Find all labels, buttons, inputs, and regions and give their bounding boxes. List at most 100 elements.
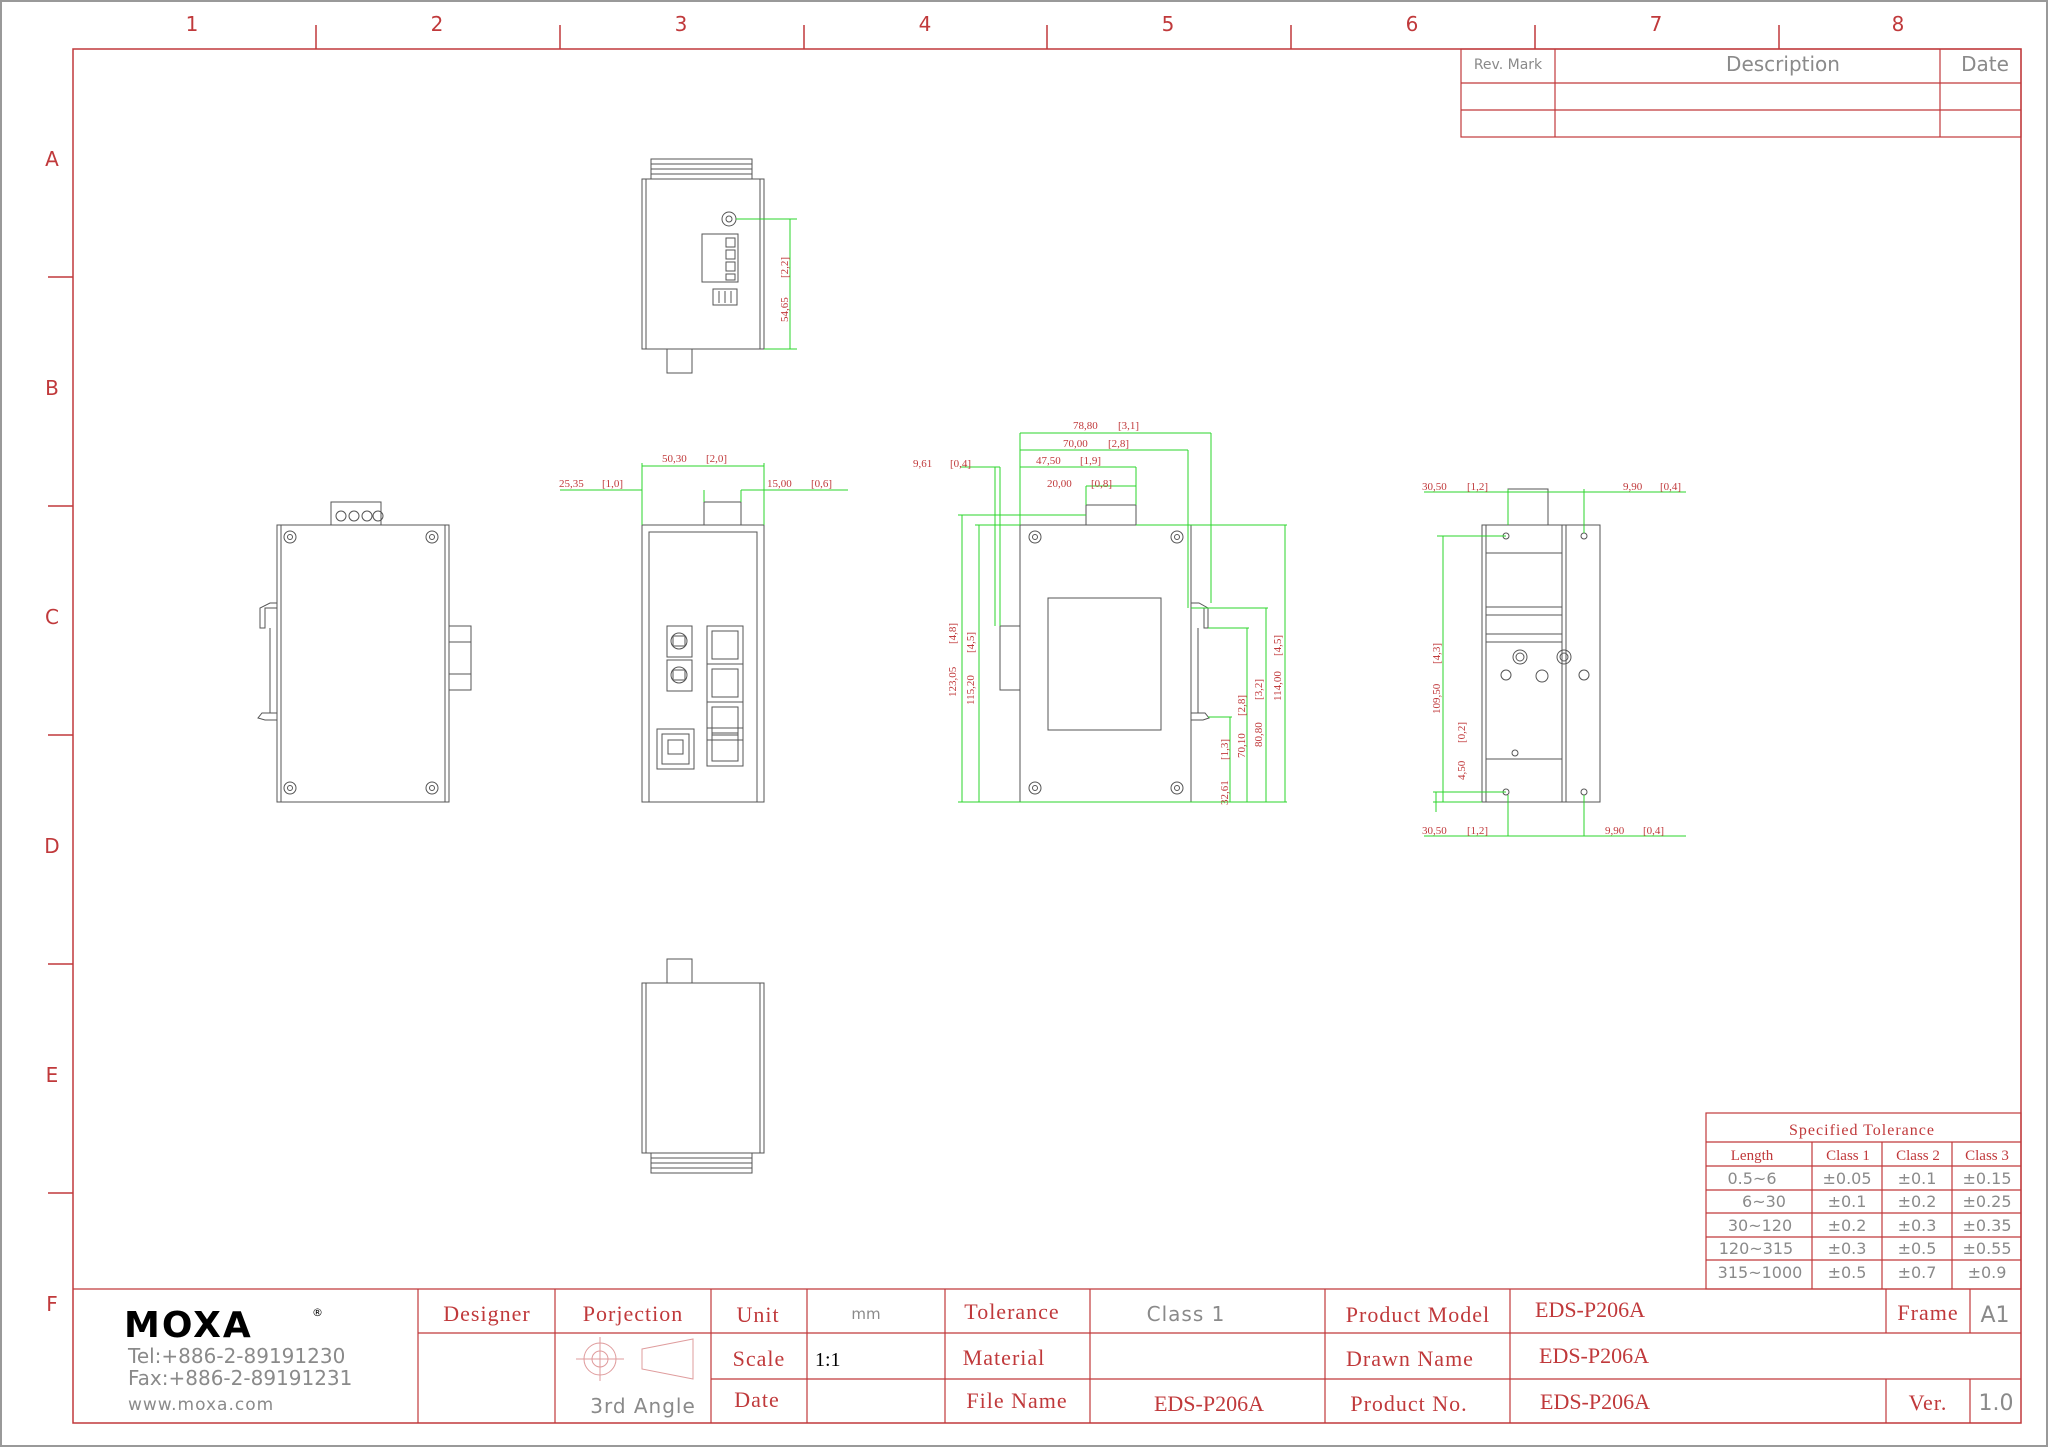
unit-value: mm	[851, 1305, 880, 1323]
top-view-dims	[736, 218, 797, 350]
dim-label: [2,2]	[779, 257, 791, 278]
dim-label: [0,4]	[1643, 825, 1664, 837]
dim-label: 20,00	[1047, 478, 1072, 490]
row-labels: A B C D E F	[44, 147, 59, 1316]
dim-label: [2,8]	[1236, 695, 1248, 716]
tolerance-value: Class 1	[1147, 1302, 1226, 1326]
scale-label: Scale	[733, 1346, 786, 1371]
dim-label: [2,0]	[706, 453, 727, 465]
designer-label: Designer	[443, 1301, 530, 1326]
dim-label: 4,50	[1456, 760, 1468, 780]
tolerance-label: Tolerance	[964, 1299, 1059, 1324]
tolerance-cell: 30~120	[1728, 1216, 1792, 1235]
dim-label: 47,50	[1036, 455, 1061, 467]
tolerance-cell: ±0.5	[1828, 1263, 1867, 1282]
projection-label: Porjection	[583, 1301, 683, 1326]
left-view	[257, 501, 472, 803]
scale-value: 1:1	[815, 1349, 841, 1371]
dim-label: 9,61	[913, 458, 932, 470]
company-fax: Fax:+886-2-89191231	[128, 1366, 352, 1390]
column-label: 2	[431, 12, 444, 36]
dim-label: 30,50	[1422, 825, 1447, 837]
rear-view	[1481, 488, 1601, 803]
dim-label: [0,4]	[950, 458, 971, 470]
projection-value: 3rd Angle	[590, 1394, 696, 1418]
date-label: Date	[734, 1387, 780, 1412]
material-label: Material	[963, 1345, 1046, 1370]
dim-label: 78,80	[1073, 420, 1098, 432]
tolerance-cell: 0.5~6	[1727, 1169, 1776, 1188]
company-web: www.moxa.com	[128, 1395, 274, 1415]
dim-label: 9,90	[1623, 481, 1643, 493]
dim-label: [1,9]	[1080, 455, 1101, 467]
dim-label: 54,65	[779, 297, 791, 322]
registered-mark: ®	[312, 1306, 323, 1319]
tolerance-cell: ±0.2	[1828, 1216, 1867, 1235]
tolerance-cell: ±0.7	[1898, 1263, 1937, 1282]
description-header: Description	[1726, 52, 1840, 76]
dim-label: [3,1]	[1118, 420, 1139, 432]
tolerance-cell: 315~1000	[1718, 1263, 1803, 1282]
file-name-value: EDS-P206A	[1154, 1391, 1264, 1416]
tolerance-cell: 120~315	[1719, 1239, 1793, 1258]
ver-label: Ver.	[1909, 1390, 1948, 1415]
dim-label: [4,5]	[1272, 635, 1284, 656]
file-name-label: File Name	[966, 1388, 1067, 1413]
dim-label: 9,90	[1605, 825, 1625, 837]
row-label: C	[45, 605, 59, 629]
column-label: 1	[186, 12, 199, 36]
dim-label: [4,8]	[947, 623, 959, 644]
tolerance-title: Specified Tolerance	[1789, 1122, 1935, 1139]
tolerance-cell: ±0.5	[1898, 1239, 1937, 1258]
frame-value: A1	[1980, 1303, 2009, 1328]
moxa-logo: MOXA	[124, 1305, 253, 1346]
row-label: E	[46, 1063, 59, 1087]
tolerance-cell: 6~30	[1742, 1192, 1786, 1211]
title-block: MOXA ® Tel:+886-2-89191230 Fax:+886-2-89…	[73, 1288, 2021, 1423]
column-labels: 1 2 3 4 5 6 7 8	[186, 12, 1905, 36]
dim-label: 123,05	[947, 666, 959, 697]
tolerance-cell: ±0.3	[1828, 1239, 1867, 1258]
column-label: 5	[1162, 12, 1175, 36]
row-label: A	[45, 147, 59, 171]
dim-label: 80,80	[1253, 722, 1265, 747]
product-model-value: EDS-P206A	[1535, 1297, 1645, 1322]
dim-label: [1,0]	[602, 478, 623, 490]
front-view	[641, 501, 765, 803]
top-view	[641, 158, 765, 374]
tolerance-cell: ±0.3	[1898, 1216, 1937, 1235]
product-model-label: Product Model	[1346, 1302, 1490, 1327]
rear-view-dims	[1424, 489, 1686, 837]
dim-label: [4,3]	[1431, 643, 1443, 664]
side-view-dims	[958, 432, 1287, 803]
dim-label: 50,30	[662, 453, 687, 465]
tolerance-header: Class 2	[1896, 1148, 1940, 1164]
dim-label: [1,2]	[1467, 825, 1488, 837]
tolerance-cell: ±0.1	[1898, 1169, 1937, 1188]
ver-value: 1.0	[1979, 1391, 2014, 1416]
tolerance-cell: ±0.1	[1828, 1192, 1867, 1211]
column-label: 6	[1406, 12, 1419, 36]
tolerance-cell: ±0.15	[1962, 1169, 2011, 1188]
column-label: 3	[675, 12, 688, 36]
drawn-name-value: EDS-P206A	[1539, 1343, 1649, 1368]
dim-label: 25,35	[559, 478, 584, 490]
frame-label: Frame	[1897, 1300, 1958, 1325]
dim-label: [0,8]	[1091, 478, 1112, 490]
date-header: Date	[1961, 52, 2009, 76]
tolerance-header: Class 1	[1826, 1148, 1870, 1164]
dim-label: [4,5]	[965, 632, 977, 653]
dim-label: [1,3]	[1219, 739, 1231, 760]
dim-label: 115,20	[965, 675, 977, 705]
tolerance-cell: ±0.25	[1962, 1192, 2011, 1211]
row-label: B	[45, 376, 59, 400]
dim-label: 114,00	[1272, 671, 1284, 701]
rev-mark-header: Rev. Mark	[1474, 57, 1543, 73]
row-label: F	[46, 1292, 58, 1316]
dim-label: [0,4]	[1660, 481, 1681, 493]
tolerance-cell: ±0.9	[1968, 1263, 2007, 1282]
dim-label: 15,00	[767, 478, 792, 490]
product-no-label: Product No.	[1350, 1391, 1467, 1416]
tolerance-cell: ±0.2	[1898, 1192, 1937, 1211]
dim-label: [0,6]	[811, 478, 832, 490]
